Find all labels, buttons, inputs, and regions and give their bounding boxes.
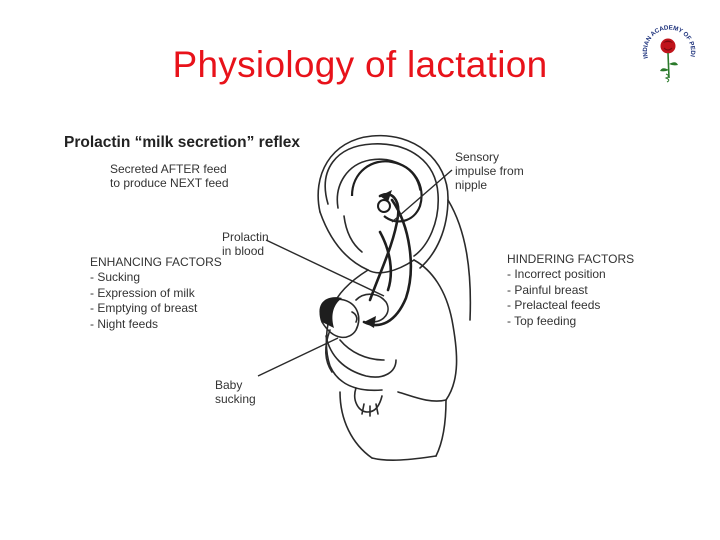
academy-logo: INDIAN ACADEMY OF PEDIATRICS: [636, 12, 696, 83]
hindering-item: - Top feeding: [507, 313, 577, 328]
sensory-line: Sensory: [455, 150, 500, 164]
secreted-line: to produce NEXT feed: [110, 176, 229, 190]
hindering-item: - Incorrect position: [507, 267, 606, 282]
hindering-heading: HINDERING FACTORS: [507, 252, 635, 266]
prolactin-line: Prolactin: [222, 230, 269, 244]
enhancing-item: - Night feeds: [90, 316, 159, 331]
hindering-item: - Prelacteal feeds: [507, 298, 601, 313]
enhancing-heading: ENHANCING FACTORS: [90, 255, 222, 269]
enhancing-item: - Emptying of breast: [90, 301, 198, 316]
prolactin-label: Prolactin in blood: [222, 230, 269, 258]
hindering-factors: HINDERING FACTORS - Incorrect position -…: [507, 252, 634, 329]
baby-line: Baby: [215, 378, 243, 392]
enhancing-item: - Sucking: [90, 270, 141, 285]
enhancing-factors: ENHANCING FACTORS - Sucking - Expression…: [90, 255, 222, 332]
baby-sucking-label: Baby sucking: [215, 378, 256, 406]
sensory-line: impulse from: [455, 164, 524, 178]
rose-icon: [660, 38, 678, 83]
baby-line: sucking: [215, 392, 256, 406]
enhancing-item: - Expression of milk: [90, 285, 195, 300]
sensory-line: nipple: [455, 178, 488, 192]
figure-title: Prolactin “milk secretion” reflex: [64, 134, 301, 151]
prolactin-line: in blood: [222, 244, 265, 258]
sensory-label: Sensory impulse from nipple: [455, 150, 524, 192]
hindering-item: - Painful breast: [507, 282, 588, 297]
secreted-label: Secreted AFTER feed to produce NEXT feed: [110, 162, 229, 190]
secreted-line: Secreted AFTER feed: [110, 162, 227, 176]
slide-title: Physiology of lactation: [172, 44, 548, 85]
